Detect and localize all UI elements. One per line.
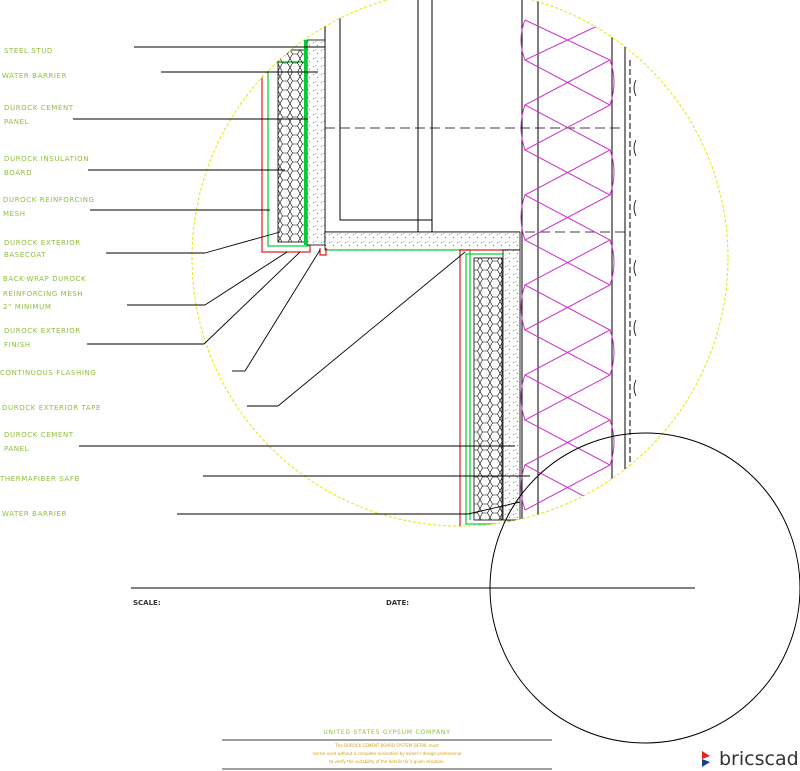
date-label: DATE: (386, 599, 410, 607)
label-water-barrier-top: WATER BARRIER (2, 72, 67, 81)
return-mesh (328, 249, 471, 520)
label-durock-insulation-board: DUROCK INSULATION BOARD (4, 155, 89, 178)
upper-insulation-board (277, 49, 307, 243)
label-durock-cement-panel-top: DUROCK CEMENT PANEL (4, 104, 74, 127)
label-text: WATER BARRIER (2, 72, 68, 80)
bricscad-logo-icon (702, 751, 710, 767)
label-text: THERMAFIBER SAFB (0, 475, 80, 483)
thermafiber-insulation-2 (523, 19, 612, 511)
label-text: DUROCK INSULATION (4, 155, 90, 163)
label-text: DUROCK EXTERIOR TAPE (2, 404, 102, 412)
label-text: STEEL STUD (4, 47, 53, 55)
label-durock-exterior-tape: DUROCK EXTERIOR TAPE (2, 404, 101, 413)
upper-cement-panel (306, 39, 326, 246)
label-text: PANEL (4, 445, 30, 453)
label-durock-reinforcing-mesh: DUROCK REINFORCING MESH (3, 196, 95, 219)
upper-water-barrier (304, 40, 307, 245)
label-text: DUROCK CEMENT (4, 104, 74, 112)
label-text: 2" MINIMUM (3, 303, 52, 311)
label-durock-cement-panel-bottom: DUROCK CEMENT PANEL (4, 431, 74, 454)
footer-company: UNITED STATES GYPSUM COMPANY (323, 729, 451, 736)
lower-insulation-board (473, 257, 503, 521)
scale-label: SCALE: (133, 599, 161, 607)
footer-disclaimer-2: not be used without a complete evaluatio… (312, 751, 462, 756)
label-durock-exterior-basecoat: DUROCK EXTERIOR BASECOAT (4, 239, 81, 260)
label-text: BOARD (4, 169, 33, 177)
label-text: DUROCK REINFORCING (3, 196, 95, 204)
lower-cement-panel (502, 249, 521, 521)
label-durock-exterior-finish: DUROCK EXTERIOR FINISH (4, 327, 81, 350)
return-cement-panel (324, 231, 521, 251)
steel-stud-lines (324, 0, 626, 520)
label-text: PANEL (4, 118, 30, 126)
label-text: CONTINUOUS FLASHING (0, 369, 97, 377)
footer-disclaimer-1: The DUROCK CEMENT BOARD SYSTEM DETAIL mu… (335, 743, 439, 748)
label-steel-stud: STEEL STUD (4, 47, 53, 56)
label-thermafiber-safb: THERMAFIBER SAFB (0, 475, 80, 484)
label-text: DUROCK EXTERIOR (4, 327, 81, 335)
insulation-loops (520, 19, 615, 511)
label-water-barrier-bottom: WATER BARRIER (2, 510, 67, 519)
leader-lines (73, 46, 530, 515)
label-text: WATER BARRIER (2, 510, 68, 518)
brand-name-b: cad (764, 748, 799, 770)
brand-name-a: brics (719, 748, 765, 770)
label-text: BASECOAT (4, 251, 47, 259)
label-text: REINFORCING MESH (3, 290, 84, 298)
break-marks (633, 79, 637, 397)
label-text: BACK-WRAP DUROCK (3, 275, 87, 283)
label-text: DUROCK CEMENT (4, 431, 74, 439)
footer-disclaimer-3: to verify the suitability of the details… (329, 759, 445, 764)
label-text: DUROCK EXTERIOR (4, 239, 81, 247)
label-continuous-flashing: CONTINUOUS FLASHING (0, 369, 96, 378)
label-text: MESH (3, 210, 26, 218)
flashing (319, 248, 327, 256)
label-back-wrap-mesh: BACK-WRAP DUROCK REINFORCING MESH 2" MIN… (3, 275, 86, 312)
bricscad-logo: bricscad (700, 748, 799, 770)
label-text: FINISH (4, 341, 31, 349)
